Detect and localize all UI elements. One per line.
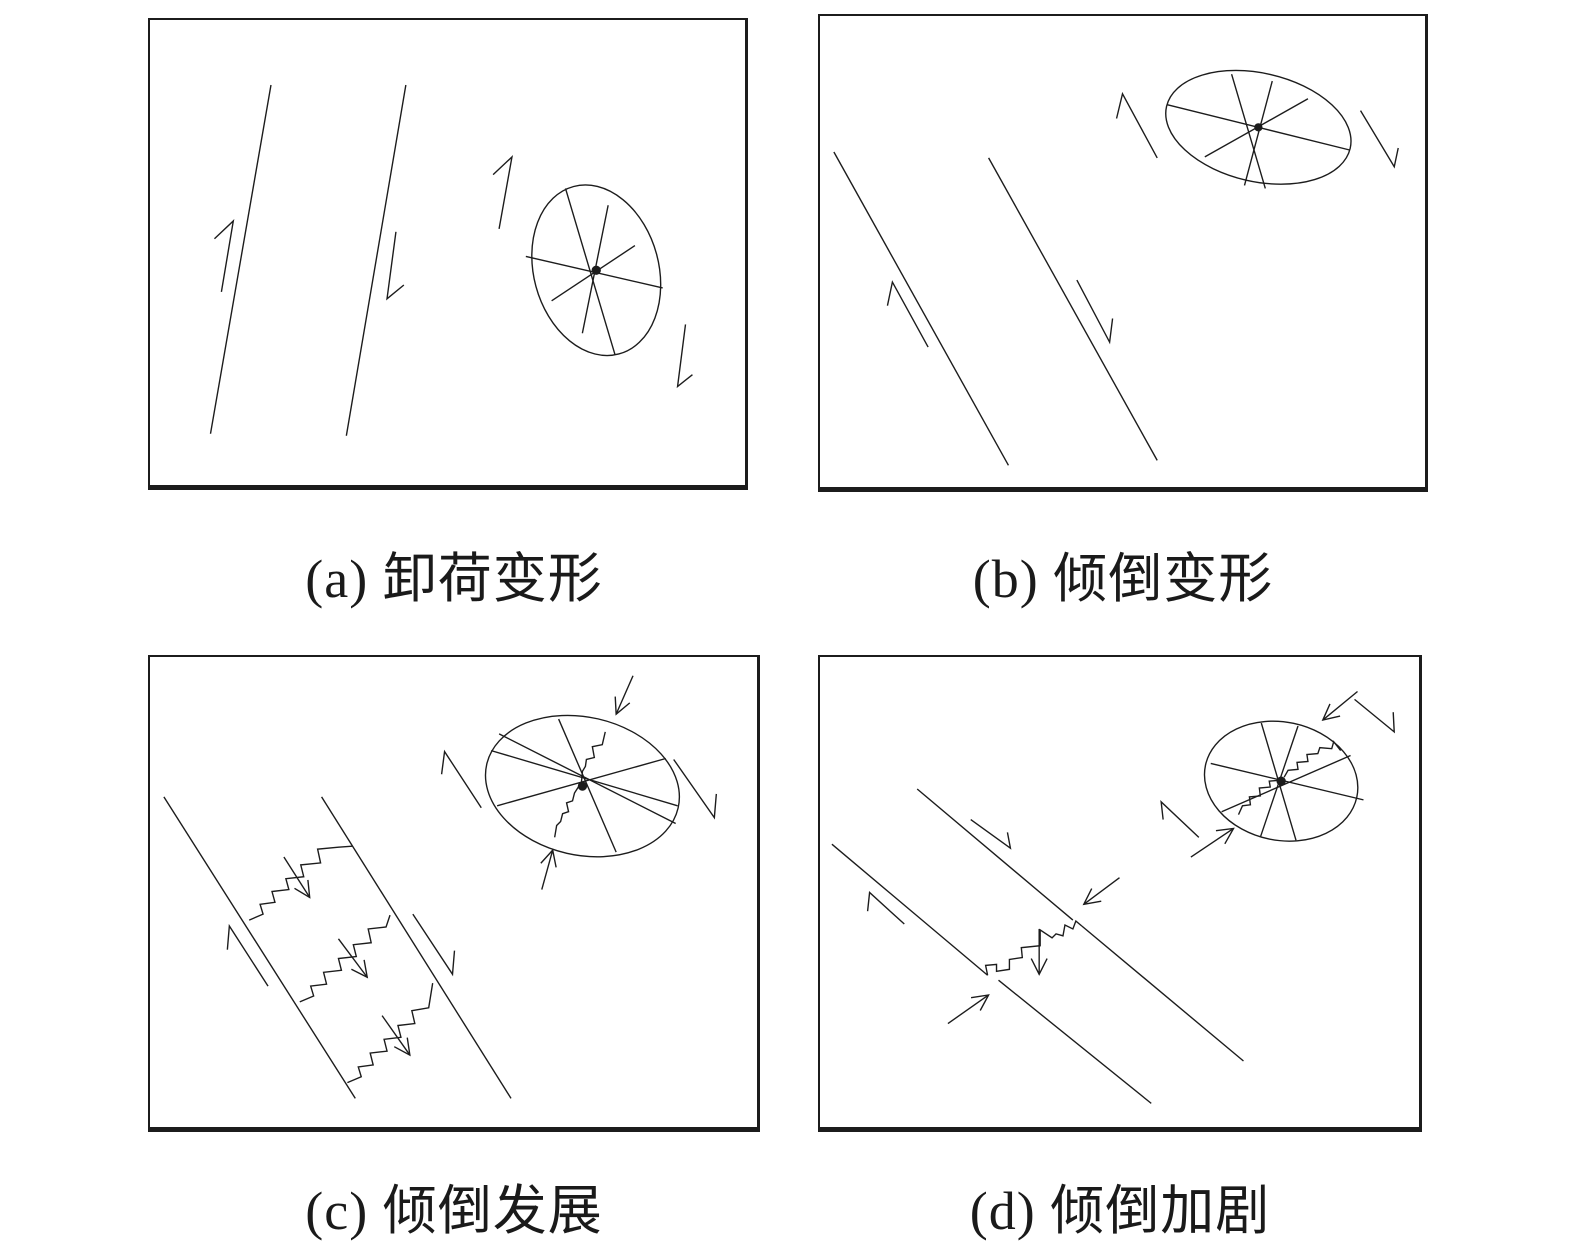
shear-half-arrow-icon	[1359, 110, 1399, 169]
joint-line	[345, 84, 407, 436]
strain-ellipse	[525, 184, 663, 357]
tension-crack-zigzag	[299, 914, 391, 1003]
ellipse-crack-zigzag	[1237, 779, 1282, 815]
panel-a-drawing	[209, 84, 693, 436]
ellipse-center-dot	[1276, 776, 1286, 786]
shear-half-arrow-icon	[213, 219, 235, 293]
compression-arrow-icon	[1321, 690, 1358, 722]
panel-d-drawing	[831, 690, 1395, 1104]
joint-line	[1081, 925, 1244, 1062]
compression-arrow-icon	[947, 994, 990, 1025]
joint-line	[163, 796, 356, 1099]
caption-panel-a: (a) 卸荷变形	[305, 549, 603, 609]
ellipse-center-dot	[591, 265, 601, 275]
panel-b-toppling-deformation	[818, 14, 1428, 492]
compression-arrow-icon	[1190, 827, 1235, 858]
strain-ellipse	[1165, 69, 1352, 189]
shear-half-arrow-icon	[1354, 698, 1395, 734]
strain-ellipse	[1203, 720, 1364, 842]
panel-c-toppling-development	[148, 655, 760, 1132]
shear-half-arrow-icon	[1076, 279, 1114, 345]
shear-half-arrow-icon	[386, 231, 405, 301]
ellipse-spoke	[1221, 754, 1351, 813]
panel-a-unloading-deformation	[148, 18, 748, 490]
joint-line	[320, 796, 512, 1099]
crack-opening-arrow-icon	[381, 1015, 411, 1057]
caption-panel-c: (c) 倾倒发展	[305, 1181, 603, 1241]
tension-crack-zigzag	[984, 919, 1083, 976]
ellipse-crack-zigzag	[553, 731, 606, 838]
shear-half-arrow-icon	[492, 154, 514, 229]
shear-half-arrow-icon	[1160, 800, 1200, 838]
panel-d-toppling-intensification	[818, 655, 1422, 1132]
crack-opening-arrow-icon	[283, 856, 311, 899]
shear-half-arrow-icon	[676, 324, 693, 389]
shear-half-arrow-icon	[1115, 91, 1158, 159]
shear-half-arrow-icon	[673, 759, 718, 820]
ellipse-spoke	[1230, 73, 1266, 189]
joint-line	[916, 788, 1074, 921]
tension-crack-zigzag	[347, 983, 434, 1084]
caption-panel-d: (d) 倾倒加剧	[969, 1181, 1271, 1241]
ellipse-spoke	[557, 718, 617, 853]
shear-half-arrow-icon	[886, 280, 929, 348]
tension-crack-zigzag	[248, 845, 353, 921]
ellipse-spoke	[490, 749, 678, 807]
shear-half-arrow-icon	[412, 913, 456, 977]
ellipse-outline	[531, 184, 662, 357]
strain-ellipse	[484, 714, 681, 858]
ellipse-outline	[1203, 720, 1359, 842]
ellipse-crack-zigzag	[1283, 740, 1342, 778]
joint-line	[209, 84, 272, 434]
panel-c-drawing	[163, 675, 718, 1099]
joint-line	[998, 979, 1152, 1104]
ellipse-spoke	[1210, 762, 1364, 801]
compression-arrow-icon	[614, 675, 634, 716]
ellipse-outline	[484, 714, 681, 858]
joint-line	[987, 157, 1158, 461]
shear-half-arrow-icon	[440, 749, 482, 809]
joint-line	[833, 151, 1010, 466]
joint-line	[831, 843, 989, 976]
ellipse-center-dot	[577, 781, 588, 791]
compression-arrow-icon	[540, 848, 557, 890]
compression-arrow-icon	[1082, 877, 1120, 906]
shear-half-arrow-icon	[226, 923, 269, 987]
ellipse-spoke	[1243, 80, 1273, 186]
panel-b-drawing	[833, 69, 1399, 466]
shear-half-arrow-icon	[866, 891, 905, 925]
crack-opening-arrow-icon	[337, 938, 369, 979]
ellipse-center-dot	[1254, 123, 1263, 132]
caption-panel-b: (b) 倾倒变形	[972, 549, 1274, 609]
shear-half-arrow-icon	[970, 819, 1012, 850]
